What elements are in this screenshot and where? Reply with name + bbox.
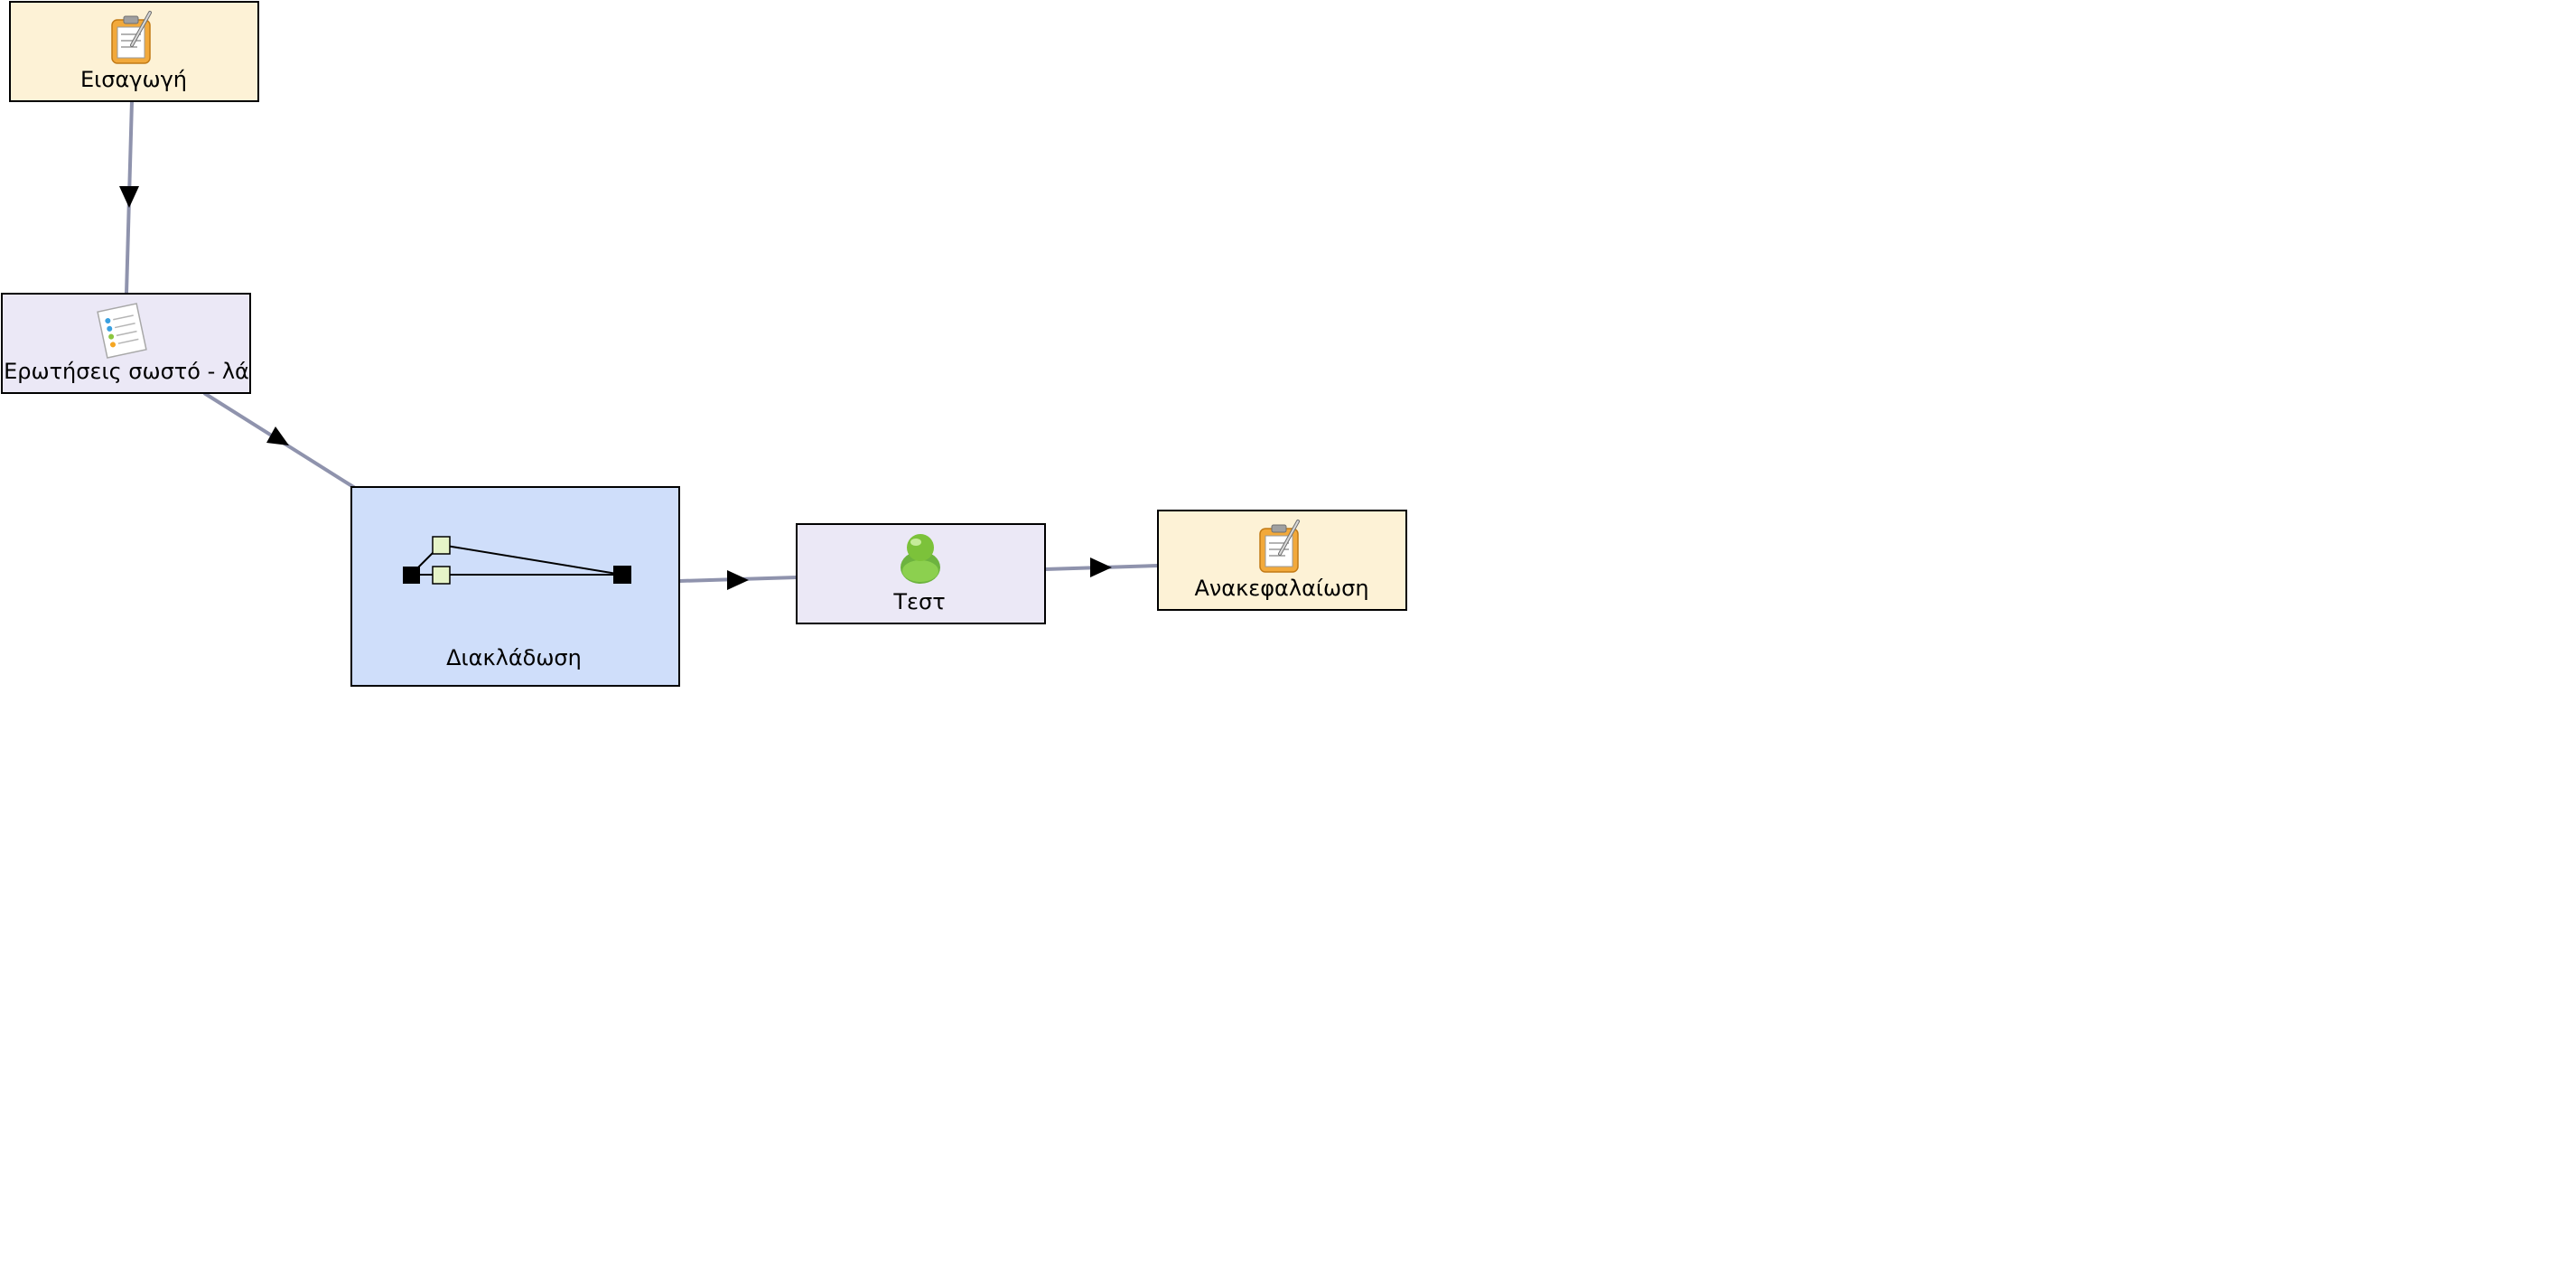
arrowhead-branch-test — [727, 570, 749, 590]
arrowhead-test-summary — [1090, 558, 1112, 577]
diagram-canvas: Εισαγωγή Ερωτήσεις σωστό - λά — [0, 0, 1409, 692]
user-icon — [901, 534, 940, 584]
diagram-svg: Εισαγωγή Ερωτήσεις σωστό - λά — [1, 1, 1407, 687]
node-branch-box — [350, 486, 680, 687]
node-test-label: Τεστ — [892, 589, 945, 614]
node-branch-label: Διακλάδωση — [446, 645, 582, 670]
arrowhead-intro-questions — [119, 186, 139, 208]
node-intro[interactable]: Εισαγωγή — [9, 1, 259, 102]
notepad-pencil-icon — [1259, 520, 1300, 573]
edges — [119, 100, 1159, 590]
node-summary[interactable]: Ανακεφαλαίωση — [1157, 510, 1407, 611]
branching-icon — [403, 536, 631, 585]
node-questions[interactable]: Ερωτήσεις σωστό - λά — [1, 293, 251, 394]
node-branch[interactable]: Διακλάδωση — [350, 486, 680, 687]
node-intro-label: Εισαγωγή — [80, 67, 187, 92]
document-list-icon — [97, 303, 147, 359]
arrowhead-questions-branch — [266, 426, 289, 445]
notepad-pencil-icon — [111, 11, 152, 64]
node-summary-label: Ανακεφαλαίωση — [1194, 576, 1368, 601]
node-test[interactable]: Τεστ — [796, 523, 1046, 624]
node-questions-label: Ερωτήσεις σωστό - λά — [4, 359, 249, 384]
